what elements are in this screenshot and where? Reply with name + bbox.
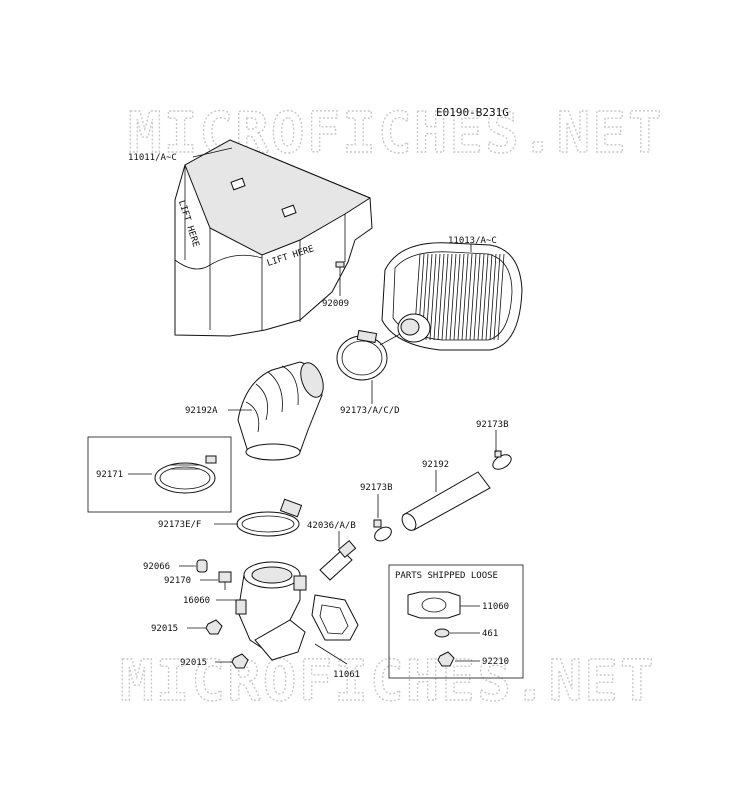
label-92192: 92192: [422, 460, 449, 470]
filter-pleat: [457, 253, 465, 341]
nut-92015-a: [205, 619, 223, 635]
clamp-92171-box: [87, 436, 232, 513]
elbow-duct-92192A: [237, 361, 324, 461]
fitting-42036: [319, 539, 357, 581]
filter-pleat: [469, 253, 477, 341]
label-42036: 42036/A/B: [307, 521, 356, 531]
gasket-11060: [407, 591, 461, 619]
label-92173ACD: 92173/A/C/D: [340, 406, 400, 416]
label-11013: 11013/A~C: [448, 236, 497, 246]
clamp-92173B-top: [492, 450, 512, 470]
label-11060: 11060: [482, 602, 509, 612]
label-92173B-top: 92173B: [476, 420, 509, 430]
label-92015-b: 92015: [180, 658, 207, 668]
label-11011: 11011/A~C: [128, 153, 177, 163]
parts-shipped-loose-title: PARTS SHIPPED LOOSE: [395, 571, 498, 581]
gasket-11061: [311, 594, 359, 641]
plug-92066: [196, 559, 208, 573]
watermark-bottom: MICROFICHES.NET: [120, 649, 656, 714]
leader-lines: [128, 147, 497, 665]
bolt-92170: [218, 571, 232, 590]
label-11061: 11061: [333, 670, 360, 680]
label-92192A: 92192A: [185, 406, 218, 416]
filter-pleat: [485, 253, 493, 341]
label-92066: 92066: [143, 562, 170, 572]
filter-pleat: [481, 253, 489, 341]
label-16060: 16060: [183, 596, 210, 606]
label-92173EF: 92173E/F: [158, 520, 201, 530]
nut-92210: [437, 651, 455, 667]
hose-92192: [401, 471, 491, 531]
clamp-92173B-mid: [373, 519, 392, 542]
clamp-92173ACD: [336, 329, 388, 381]
filter-pleat: [461, 253, 469, 341]
air-filter-element: [381, 242, 523, 351]
clamp-92171: [154, 455, 217, 494]
label-92173B-mid: 92173B: [360, 483, 393, 493]
filter-pleat: [497, 253, 505, 341]
filter-pleat: [441, 253, 449, 341]
filter-pleat: [433, 253, 441, 341]
filter-pleat: [437, 253, 445, 341]
filter-pleat: [465, 253, 473, 341]
parts-shipped-loose-box: [388, 564, 524, 679]
label-461: 461: [482, 629, 498, 639]
label-92210: 92210: [482, 657, 509, 667]
filter-pleat: [449, 253, 457, 341]
screw-92009: [335, 261, 345, 276]
filter-pleat: [477, 253, 485, 341]
label-92170: 92170: [164, 576, 191, 586]
label-92171: 92171: [96, 470, 123, 480]
label-92015-a: 92015: [151, 624, 178, 634]
clamp-92173EF: [236, 498, 303, 537]
carburetor-adapter-16060: [235, 561, 307, 661]
filter-pleat: [493, 253, 501, 341]
filter-pleat: [445, 253, 453, 341]
air-cleaner-housing: LIFT HERE LIFT HERE: [174, 139, 373, 337]
filter-pleat: [429, 253, 437, 341]
filter-pleat: [473, 253, 481, 341]
filter-pleat: [489, 253, 497, 341]
washer-461: [434, 628, 450, 638]
label-92009: 92009: [322, 299, 349, 309]
diagram-code: E0190-B231G: [436, 106, 509, 119]
filter-pleat: [453, 253, 461, 341]
